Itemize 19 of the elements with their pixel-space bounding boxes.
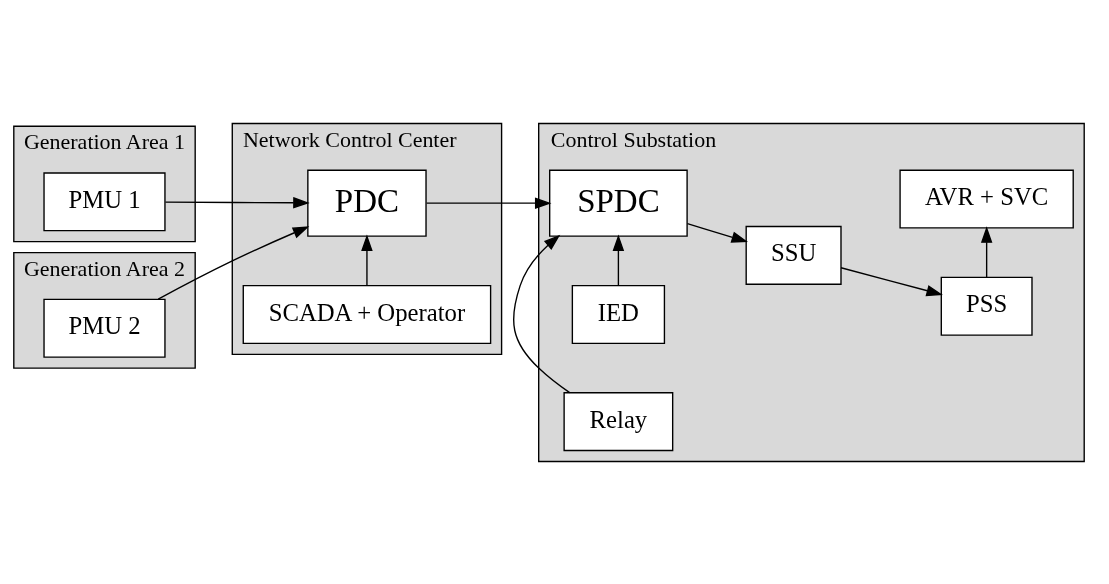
node-box: PMU 2 xyxy=(43,298,166,358)
node-box: IED xyxy=(571,284,666,344)
arrow xyxy=(164,196,310,209)
node-box: SPDC xyxy=(549,169,688,237)
arrow xyxy=(840,266,943,296)
arrow xyxy=(361,234,373,286)
arrow xyxy=(686,222,748,243)
node-box: AVR + SVC xyxy=(899,169,1074,229)
arrow xyxy=(980,225,993,278)
arrow xyxy=(512,234,571,393)
arrow xyxy=(425,196,552,209)
node-box: Relay xyxy=(563,391,674,451)
node-box: SSU xyxy=(745,225,842,285)
arrow xyxy=(157,225,310,300)
node-box: PMU 1 xyxy=(43,171,166,231)
arrow xyxy=(612,234,625,286)
node-box: PSS xyxy=(940,276,1033,336)
node-box: SCADA + Operator xyxy=(242,284,492,344)
node-box: PDC xyxy=(307,169,427,237)
